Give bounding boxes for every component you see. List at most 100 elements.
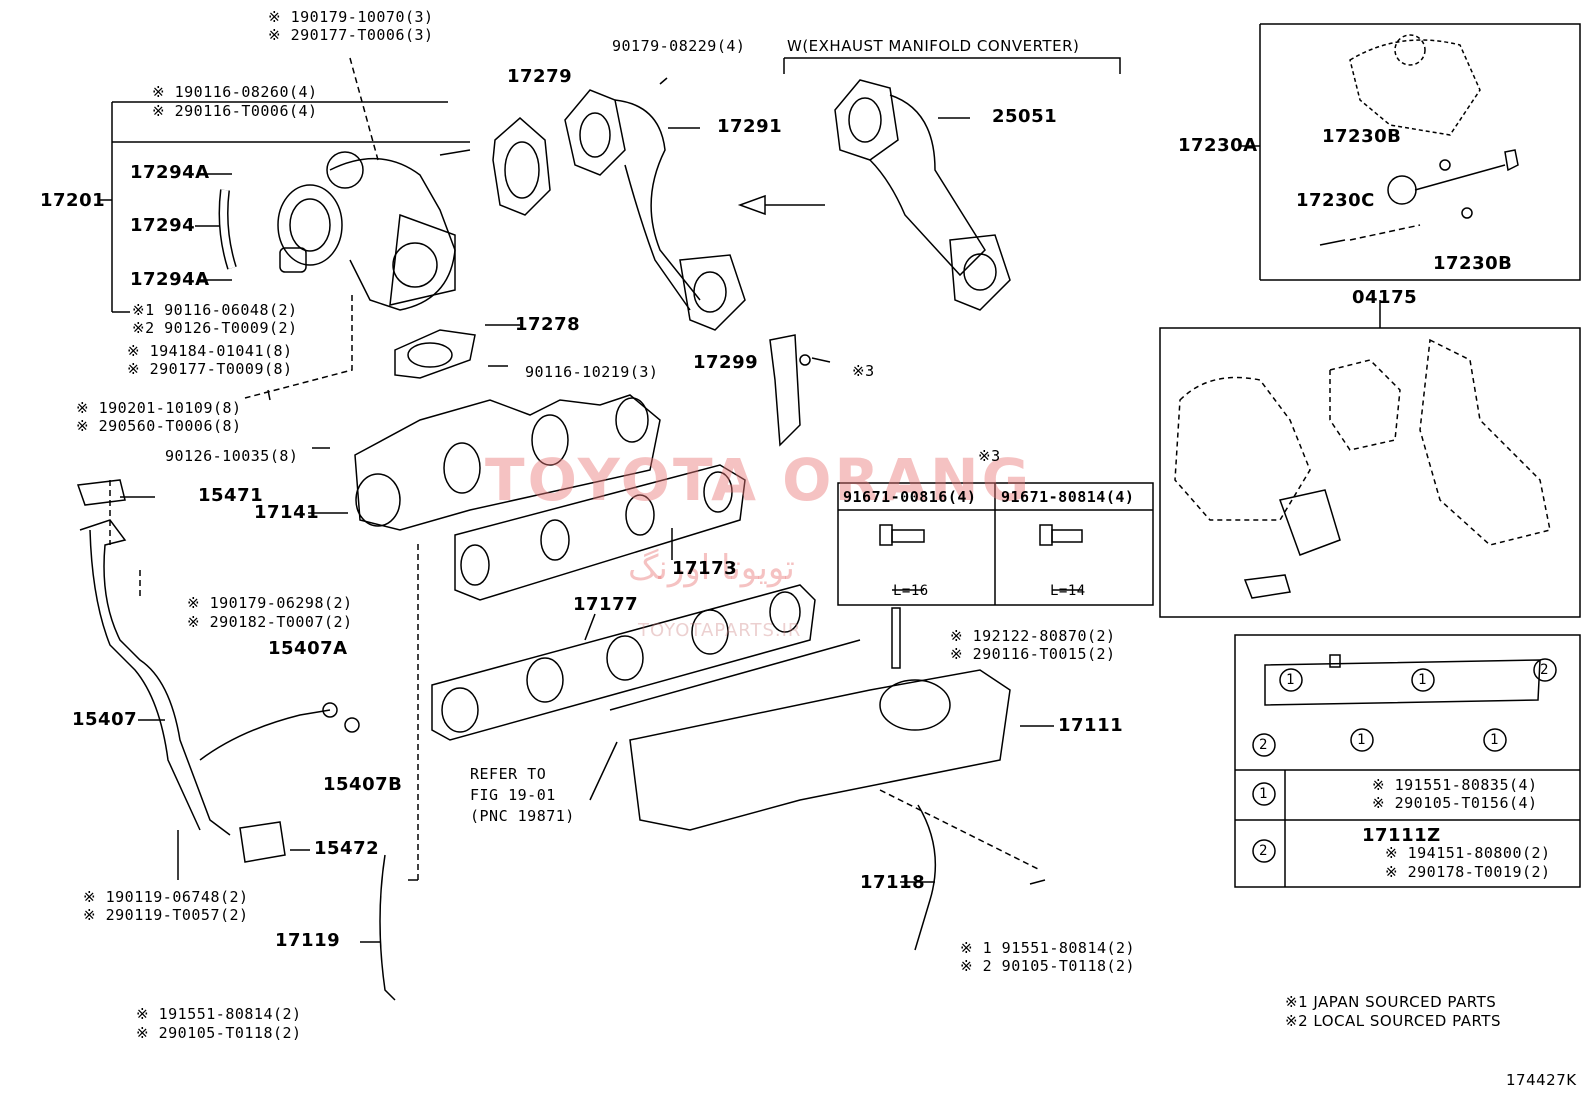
gasket-17279 — [492, 117, 551, 216]
gasket-15471 — [76, 479, 126, 506]
watermark-site: TOYOTAPARTS.IR — [638, 620, 802, 641]
gasket-17173 — [454, 464, 746, 601]
exhaust-manifold-17141 — [354, 394, 661, 531]
legend-box-manifold-outline — [1264, 654, 1541, 706]
leader-lines — [100, 23, 1581, 943]
callout-17279: 17279 — [507, 66, 573, 87]
note-n13b: ※ 290116-T0015(2) — [950, 645, 1116, 663]
inset-17230A-drawing — [1349, 34, 1481, 136]
callout-17299: 17299 — [693, 352, 759, 373]
bolt-table-left-part: 91671-00816(4) — [843, 488, 977, 506]
exhaust-pipe-17291 — [564, 89, 746, 331]
intake-manifold-17111 — [609, 607, 1011, 831]
legend-marker-2a: 2 — [1540, 662, 1549, 678]
note-n4b: ※ 290177-T0009(8) — [127, 360, 293, 378]
note-n8: 90116-10219(3) — [525, 363, 659, 381]
inset-04175-gaskets — [1243, 489, 1341, 599]
note-n1b: ※ 290177-T0006(3) — [268, 26, 434, 44]
legend-row2-b: ※ 290178-T0019(2) — [1385, 863, 1551, 881]
footnote-local: ※2 LOCAL SOURCED PARTS — [1285, 1012, 1501, 1030]
turbocharger — [218, 149, 471, 311]
callout-15407B: 15407B — [323, 774, 403, 795]
note-n1a: ※ 190179-10070(3) — [268, 8, 434, 26]
bracket-17299 — [769, 334, 831, 447]
callout-17141: 17141 — [254, 502, 320, 523]
bolt-table-right-length: L=14 — [1050, 583, 1086, 599]
inset-04175-drawing — [1174, 338, 1551, 546]
note-n14a: ※ 1 91551-80814(2) — [960, 939, 1136, 957]
callout-17111Z: 17111Z — [1362, 825, 1441, 846]
note-n11a: ※ 190119-06748(2) — [83, 888, 249, 906]
legend-marker-2b: 2 — [1259, 737, 1268, 753]
refer-line-1: REFER TO — [470, 765, 547, 783]
callout-17294A-top: 17294A — [130, 162, 210, 183]
callout-15407A: 15407A — [268, 638, 348, 659]
note-n5a: ※ 190201-10109(8) — [76, 399, 242, 417]
callout-04175: 04175 — [1352, 287, 1418, 308]
callout-17201: 17201 — [40, 190, 106, 211]
note-n13a: ※ 192122-80870(2) — [950, 627, 1116, 645]
callout-15471: 15471 — [198, 485, 264, 506]
bolt-table-header: ※3 — [978, 447, 1001, 465]
refer-line-3: (PNC 19871) — [470, 807, 575, 825]
note-n3b: ※2 90126-T0009(2) — [132, 319, 298, 337]
legend-row1-b: ※ 290105-T0156(4) — [1372, 794, 1538, 812]
legend-row2-a: ※ 194151-80800(2) — [1385, 844, 1551, 862]
note-n4a: ※ 194184-01041(8) — [127, 342, 293, 360]
refer-line-2: FIG 19-01 — [470, 786, 556, 804]
note-n12a: ※ 191551-80814(2) — [136, 1005, 302, 1023]
footnote-japan: ※1 JAPAN SOURCED PARTS — [1285, 993, 1497, 1011]
callout-17294A-bottom: 17294A — [130, 269, 210, 290]
gasket-15472 — [239, 821, 286, 863]
oil-pipe-15407 — [79, 519, 360, 836]
gasket-17177 — [431, 584, 816, 741]
callout-17278: 17278 — [515, 314, 581, 335]
callout-17230A: 17230A — [1178, 135, 1258, 156]
note-n3a: ※1 90116-06048(2) — [132, 301, 298, 319]
legend-marker-1b: 1 — [1418, 672, 1427, 688]
inset-17230A-actuator — [1319, 149, 1519, 246]
legend-marker-1a: 1 — [1286, 672, 1295, 688]
rod-17119 — [379, 854, 396, 1001]
legend-marker-1c: 1 — [1357, 732, 1366, 748]
bolt-table-right-part: 91671-80814(4) — [1001, 488, 1135, 506]
callout-17230B-bottom: 17230B — [1433, 253, 1513, 274]
legend-row1-marker: 1 — [1259, 786, 1268, 802]
catalytic-converter-25051 — [834, 79, 1011, 311]
note-n11b: ※ 290119-T0057(2) — [83, 906, 249, 924]
callout-17173: 17173 — [672, 558, 738, 579]
callout-17119: 17119 — [275, 930, 341, 951]
callout-17294: 17294 — [130, 215, 196, 236]
callout-25051: 25051 — [992, 106, 1058, 127]
figure-id: 174427K — [1506, 1071, 1577, 1089]
note-n12b: ※ 290105-T0118(2) — [136, 1024, 302, 1042]
note-n2a: ※ 190116-08260(4) — [152, 83, 318, 101]
legend-markers — [1252, 658, 1557, 863]
note-n2b: ※ 290116-T0006(4) — [152, 102, 318, 120]
note-n7: 90179-08229(4) — [612, 37, 746, 55]
callout-15407: 15407 — [72, 709, 138, 730]
callout-17230C: 17230C — [1296, 190, 1375, 211]
watermark-brand: TOYOTA ORANG — [485, 446, 1033, 514]
legend-row2-marker: 2 — [1259, 843, 1268, 859]
callout-17291: 17291 — [717, 116, 783, 137]
note-n10b: ※ 290182-T0007(2) — [187, 613, 353, 631]
note-n6: 90126-10035(8) — [165, 447, 299, 465]
note-n14b: ※ 2 90105-T0118(2) — [960, 957, 1136, 975]
note-n5b: ※ 290560-T0006(8) — [76, 417, 242, 435]
legend-marker-1d: 1 — [1490, 732, 1499, 748]
variant-title: W(EXHAUST MANIFOLD CONVERTER) — [787, 37, 1080, 55]
legend-row1-a: ※ 191551-80835(4) — [1372, 776, 1538, 794]
callout-17177: 17177 — [573, 594, 639, 615]
callout-17111: 17111 — [1058, 715, 1124, 736]
callout-17118: 17118 — [860, 872, 926, 893]
note-n9: ※3 — [852, 362, 875, 380]
direction-arrow — [737, 194, 825, 216]
bolt-table-outline — [837, 482, 1154, 606]
callout-15472: 15472 — [314, 838, 380, 859]
watermark-persian: تویوتا اورنگ — [628, 548, 795, 588]
callout-17230B-top: 17230B — [1322, 126, 1402, 147]
note-n10a: ※ 190179-06298(2) — [187, 594, 353, 612]
bolt-table-left-length: L=16 — [893, 583, 929, 599]
